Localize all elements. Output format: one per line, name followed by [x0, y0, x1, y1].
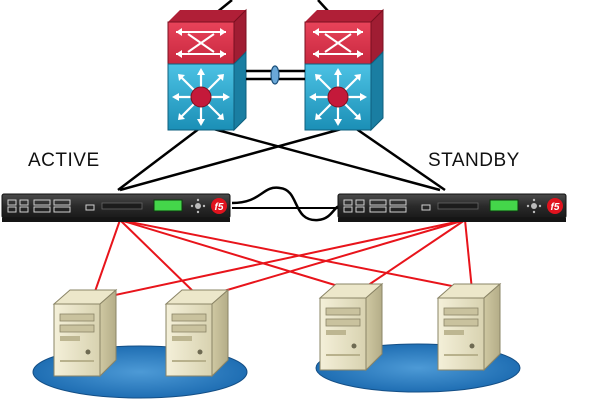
server-pool-left	[32, 289, 248, 399]
core-switch-left	[166, 8, 248, 132]
switch-interlink	[246, 65, 305, 85]
switch-to-balancer-links	[117, 126, 446, 192]
active-label: ACTIVE	[28, 150, 100, 171]
ha-sync-cable	[231, 186, 341, 222]
standby-label: STANDBY	[428, 150, 520, 171]
load-balancer-active	[1, 193, 231, 223]
load-balancer-standby	[337, 193, 567, 223]
core-switch-right	[303, 8, 385, 132]
balancer-to-server-links	[91, 219, 473, 301]
server-pool-right	[315, 283, 521, 393]
